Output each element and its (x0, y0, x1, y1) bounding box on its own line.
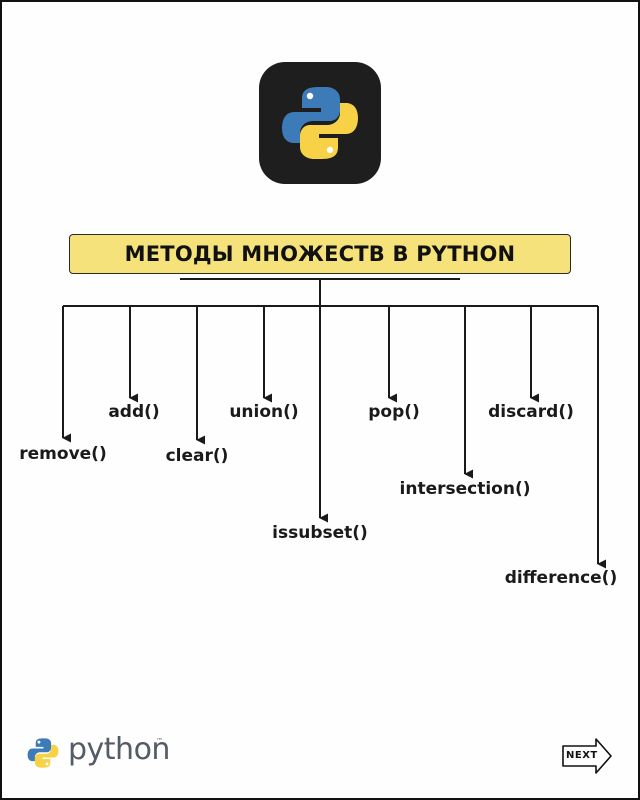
method-label-remove: remove() (19, 444, 107, 464)
method-label-pop: pop() (368, 402, 420, 422)
method-label-discard: discard() (488, 402, 574, 422)
trademark-mark: ™ (156, 737, 163, 745)
page-title: МЕТОДЫ МНОЖЕСТВ В PYTHON (124, 242, 516, 266)
method-label-issubset: issubset() (272, 523, 368, 543)
next-arrow-icon[interactable] (560, 736, 614, 781)
title-banner: МЕТОДЫ МНОЖЕСТВ В PYTHON (69, 234, 571, 274)
method-label-difference: difference() (504, 568, 618, 588)
method-label-union: union() (229, 402, 299, 422)
python-small-logo-icon (26, 736, 60, 775)
method-label-clear: clear() (165, 446, 229, 466)
python-logo-icon (259, 62, 381, 184)
method-label-add: add() (108, 402, 160, 422)
python-wordmark: python (68, 732, 170, 767)
method-label-intersection: intersection() (399, 479, 531, 499)
next-button-label[interactable]: NEXT (566, 750, 598, 761)
